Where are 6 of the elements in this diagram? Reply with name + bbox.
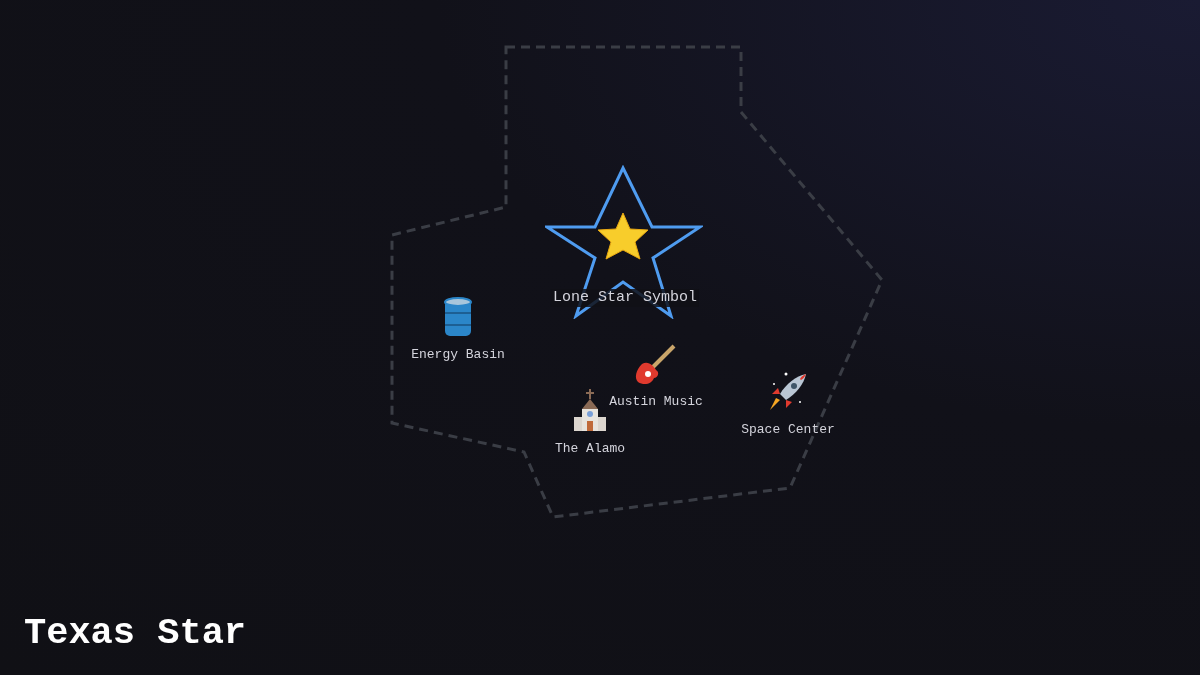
place-label: The Alamo <box>554 441 626 457</box>
place-label: Austin Music <box>609 394 703 410</box>
node-label: Lone Star Symbol <box>551 289 699 307</box>
place-label: Space Center <box>741 422 835 438</box>
place-label: Energy Basin <box>411 347 505 363</box>
diagram-title: Texas Star <box>24 611 247 656</box>
